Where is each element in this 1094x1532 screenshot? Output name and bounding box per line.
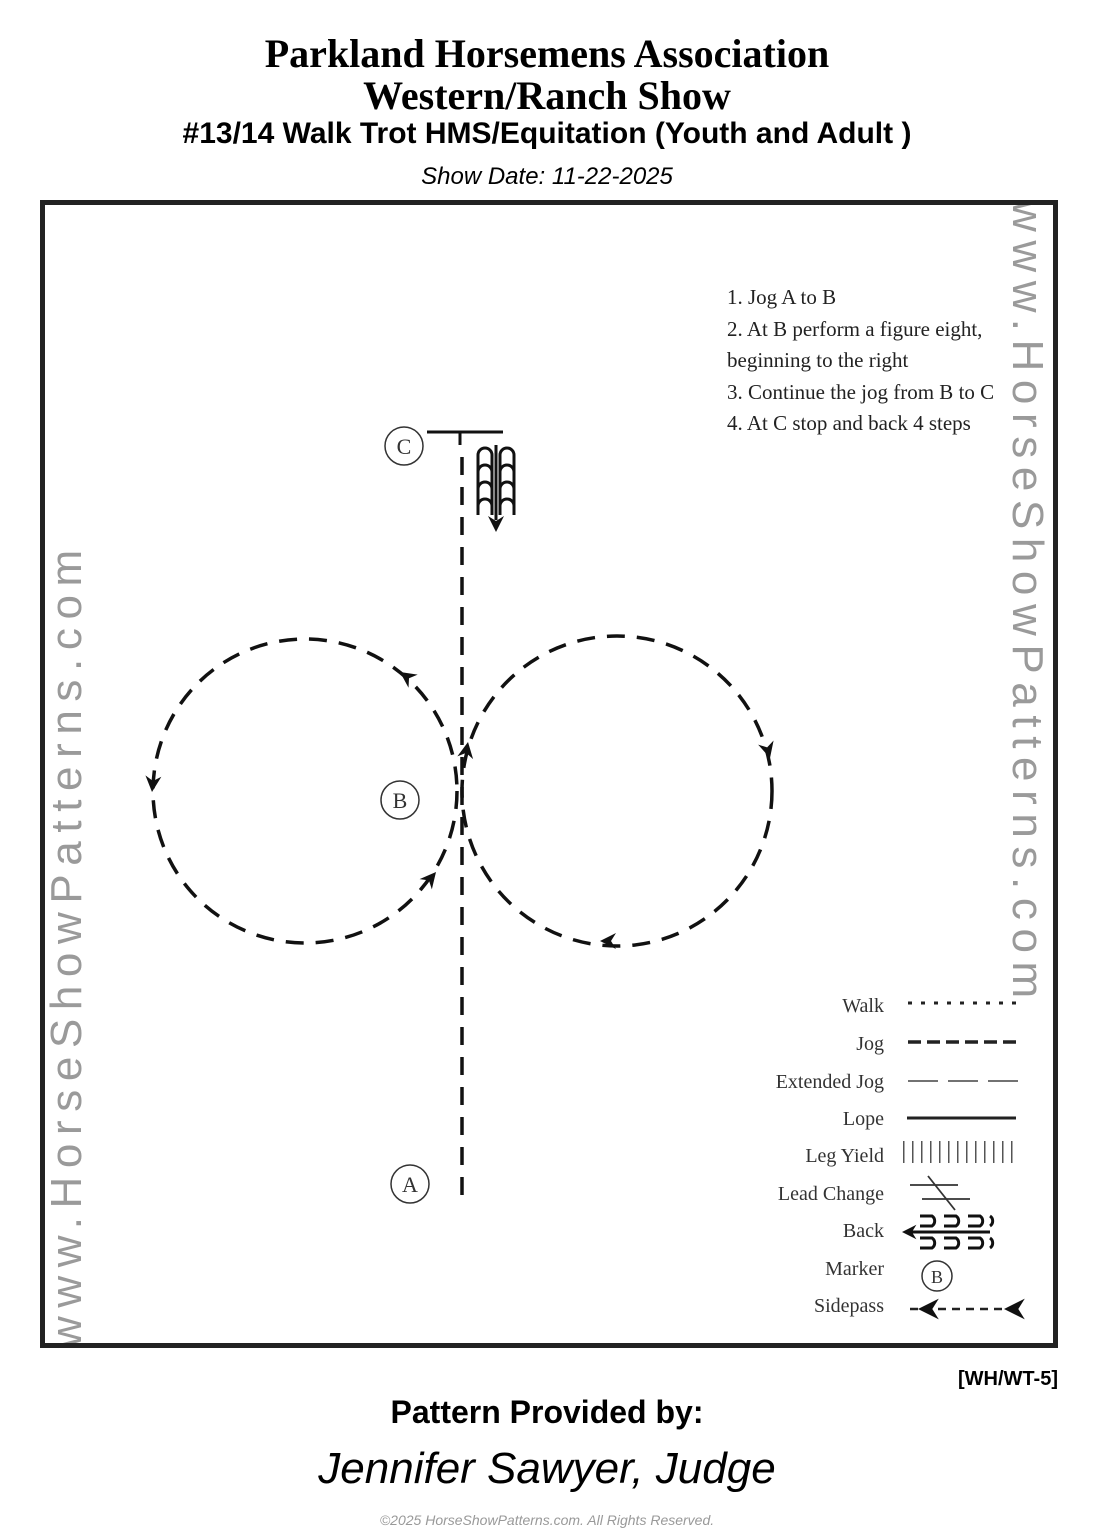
back-symbol-path: [476, 445, 516, 520]
instruction-step: 2. At B perform a figure eight, beginnin…: [727, 316, 983, 373]
legend-label: Lead Change: [778, 1183, 884, 1205]
instruction-step: 1. Jog A to B: [727, 285, 837, 309]
legend-label: Leg Yield: [805, 1145, 884, 1167]
legend-label: Sidepass: [814, 1295, 884, 1317]
svg-text:B: B: [393, 788, 408, 813]
figure-eight-left-circle: [151, 637, 459, 945]
legend-label: Walk: [842, 995, 884, 1017]
legend-label: Lope: [843, 1108, 884, 1130]
figure-eight-right-circle: [460, 634, 774, 948]
show-title: Western/Ranch Show: [363, 73, 731, 118]
instruction-step: 4. At C stop and back 4 steps: [727, 411, 971, 435]
arrowhead-icon: [395, 665, 418, 688]
provided-by-label: Pattern Provided by:: [390, 1394, 704, 1430]
marker-c: C: [384, 426, 424, 466]
marker-legend-icon: B: [921, 1260, 953, 1292]
legend-label: Extended Jog: [776, 1071, 884, 1093]
copyright: ©2025 HorseShowPatterns.com. All Rights …: [379, 1512, 715, 1528]
judge-name: Jennifer Sawyer, Judge: [318, 1444, 776, 1493]
show-date: Show Date: 11-22-2025: [421, 163, 673, 190]
class-title: #13/14 Walk Trot HMS/Equitation (Youth a…: [182, 117, 912, 150]
marker-b: B: [380, 780, 420, 820]
marker-a: A: [390, 1164, 430, 1204]
lead-change-icon: [910, 1175, 970, 1211]
instruction-step: 3. Continue the jog from B to C: [727, 379, 995, 404]
pattern-code: [WH/WT-5]: [958, 1368, 1058, 1390]
legend: Walk Jog Extended Jog Lope Leg Yield Lea…: [776, 995, 1025, 1320]
arena-border: [40, 200, 1058, 1348]
svg-text:A: A: [402, 1172, 418, 1197]
legend-label: Back: [843, 1220, 884, 1242]
pattern-instructions: 1. Jog A to B 2. At B perform a figure e…: [727, 282, 1037, 440]
association-title: Parkland Horsemens Association: [264, 31, 830, 76]
svg-text:C: C: [397, 434, 412, 459]
back-legend-icon: [906, 1214, 995, 1250]
legend-label: Jog: [856, 1033, 884, 1055]
svg-text:B: B: [931, 1267, 943, 1287]
legend-label: Marker: [825, 1258, 884, 1280]
sidepass-icon: [910, 1298, 1025, 1320]
